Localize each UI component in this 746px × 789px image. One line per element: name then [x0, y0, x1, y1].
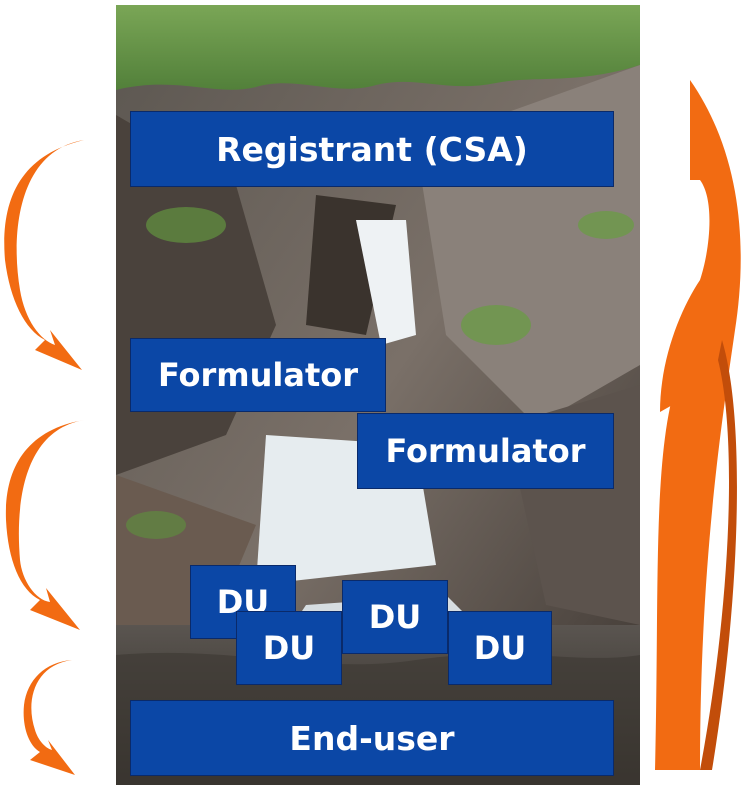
left-arrow-1-icon	[4, 140, 85, 370]
right-return-arrow-icon	[655, 80, 741, 770]
du-label-2: DU	[262, 629, 316, 667]
registrant-box: Registrant (CSA)	[130, 111, 614, 187]
formulator-label-2: Formulator	[385, 432, 586, 470]
formulator-box-1: Formulator	[130, 338, 386, 412]
du-label-4: DU	[473, 629, 527, 667]
formulator-box-2: Formulator	[357, 413, 614, 489]
formulator-label-1: Formulator	[157, 356, 359, 394]
end-user-box: End-user	[130, 700, 614, 776]
du-box-3: DU	[342, 580, 448, 654]
du-box-4: DU	[448, 611, 552, 685]
left-arrow-3-icon	[23, 660, 75, 775]
left-arrow-2-icon	[5, 420, 84, 630]
registrant-label: Registrant (CSA)	[216, 129, 528, 169]
du-box-2: DU	[236, 611, 342, 685]
du-label-3: DU	[368, 598, 422, 636]
end-user-label: End-user	[289, 718, 455, 758]
